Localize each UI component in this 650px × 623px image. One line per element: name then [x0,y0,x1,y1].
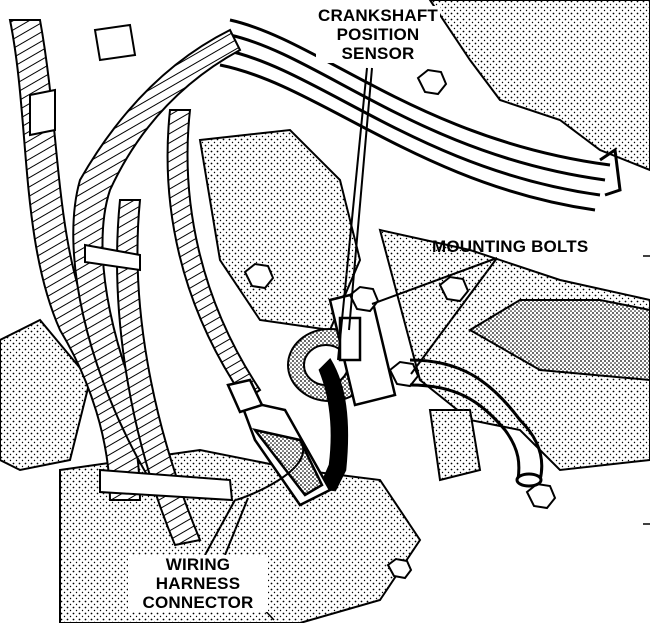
crankshaft-label-line-3: SENSOR [341,44,415,63]
wiring-label-line-2: HARNESS [155,574,241,593]
wiring-looms [8,19,262,547]
loom-clamps [29,23,234,502]
coolant-pipe [409,358,544,488]
mounting-bolts-label: MOUNTING BOLTS [432,237,589,256]
bolts [243,68,557,580]
crankshaft-label-line-1: CRANKSHAFT [317,6,439,25]
crankshaft-label-line-2: POSITION [336,25,420,44]
leader-lines [204,67,498,556]
fuel-lines [219,18,622,212]
wiring-label-line-3: CONNECTOR [142,593,254,612]
wiring-label-line-1: WIRING [165,555,231,574]
crankshaft-sensor-label: CRANKSHAFT POSITION SENSOR [316,6,440,63]
wiring-harness-connector-label: WIRING HARNESS CONNECTOR [128,555,268,612]
